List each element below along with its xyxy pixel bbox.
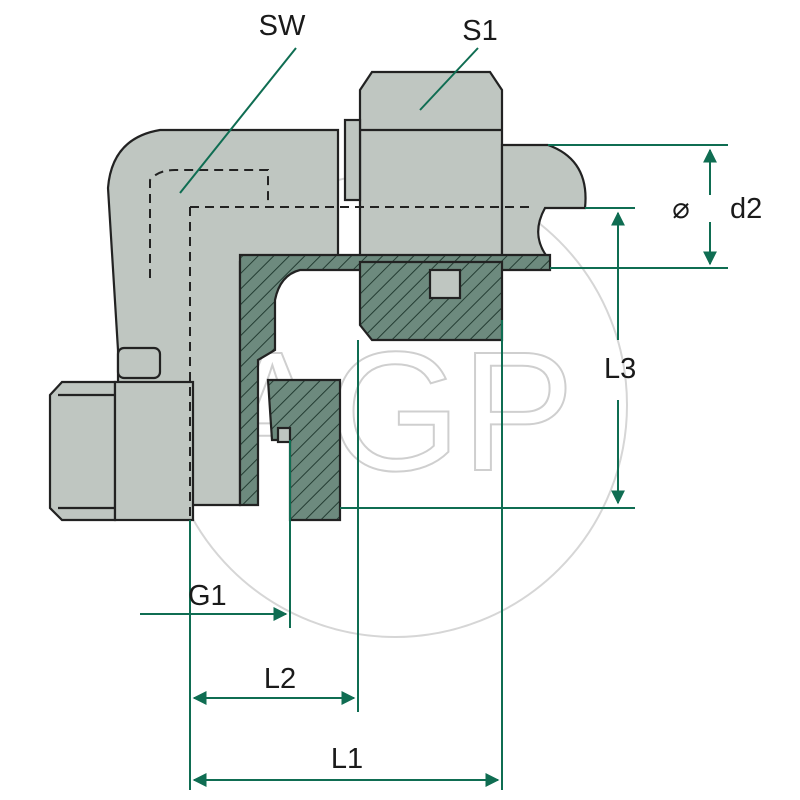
hidden-lines [149, 169, 530, 520]
g1-label: G1 [188, 580, 227, 612]
d2-label: d2 [730, 193, 762, 225]
s1-label: S1 [462, 15, 497, 47]
l3-label: L3 [604, 353, 636, 385]
leader-lines [179, 47, 479, 194]
l2-label: L2 [264, 663, 296, 695]
dimension-lines [140, 148, 717, 787]
section-hatch [238, 253, 552, 522]
sw-label: SW [259, 10, 306, 42]
diameter-symbol: ⌀ [672, 193, 689, 225]
lower-hex-nut [48, 380, 195, 522]
upper-hex-nut [343, 70, 504, 272]
extension-lines [189, 144, 728, 790]
tube-end [500, 143, 587, 260]
l1-label: L1 [331, 743, 363, 775]
